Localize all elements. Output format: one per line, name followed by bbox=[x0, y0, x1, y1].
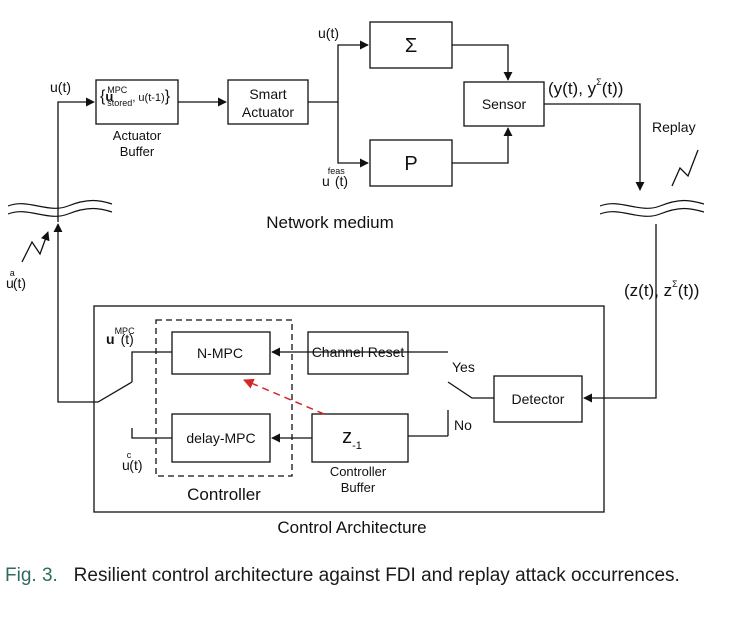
red-dashed-arrow bbox=[243, 378, 325, 415]
control-architecture-label: Control Architecture bbox=[277, 518, 426, 537]
smart-actuator-label-1: Smart bbox=[249, 86, 286, 102]
channel-reset-box bbox=[307, 331, 409, 375]
link-plant-to-sensor bbox=[452, 127, 513, 164]
sensor-label: Sensor bbox=[482, 96, 527, 112]
actuator-buffer-label-2: Buffer bbox=[120, 144, 155, 159]
fdi-attack-lightning-icon bbox=[21, 231, 50, 263]
detector-label: Detector bbox=[512, 391, 565, 407]
delay-mpc-label: delay-MPC bbox=[186, 430, 255, 446]
u-feas-label: ufeas(t) bbox=[322, 166, 348, 189]
sigma-label: Σ bbox=[405, 35, 417, 57]
nmpc-label: N-MPC bbox=[197, 345, 243, 361]
umpc-label: uMPC(t) bbox=[106, 326, 135, 347]
link-to-plant bbox=[337, 102, 369, 168]
nmpc-output bbox=[131, 351, 172, 382]
right-network-break bbox=[599, 199, 705, 217]
actuator-buffer-label-1: Actuator bbox=[113, 128, 162, 143]
ua-label: ua(t) bbox=[6, 268, 26, 291]
link-to-sigma bbox=[308, 40, 369, 103]
controller-buffer-box bbox=[311, 413, 409, 463]
link-network-to-actuator-buffer bbox=[57, 97, 95, 222]
figure-caption-text: Resilient control architecture against F… bbox=[73, 565, 680, 586]
detector-box bbox=[493, 375, 583, 423]
controller-group-box bbox=[155, 319, 293, 477]
plant-label: P bbox=[404, 153, 417, 175]
figure-caption-label: Fig. 3. bbox=[5, 565, 58, 586]
controller-buffer-label-2: Buffer bbox=[341, 480, 376, 495]
replay-attack-lightning-icon bbox=[671, 149, 699, 187]
u-t-top-label: u(t) bbox=[318, 25, 339, 41]
no-label: No bbox=[454, 417, 472, 433]
detector-switch bbox=[447, 381, 494, 399]
u-t-left-label: u(t) bbox=[50, 79, 71, 95]
link-network-to-detector bbox=[583, 224, 657, 403]
replay-label: Replay bbox=[652, 119, 696, 135]
yes-label: Yes bbox=[452, 359, 475, 375]
channel-reset-label: Channel Reset bbox=[312, 344, 405, 360]
control-architecture-box bbox=[93, 305, 605, 513]
link-controller-to-network bbox=[53, 223, 133, 403]
uc-label: uc(t) bbox=[122, 450, 143, 473]
network-medium-label: Network medium bbox=[266, 213, 394, 232]
delay-mpc-output bbox=[131, 428, 172, 439]
figure-caption: Fig. 3. Resilient control architecture a… bbox=[5, 564, 745, 587]
controller-group-label: Controller bbox=[187, 485, 261, 504]
link-sigma-to-sensor bbox=[452, 44, 513, 81]
z-block-label: z-1 bbox=[342, 426, 362, 452]
controller-buffer-label-1: Controller bbox=[330, 464, 387, 479]
y-output-label: (y(t), yΣ(t)) bbox=[548, 77, 623, 98]
z-input-label: (z(t), zΣ(t)) bbox=[624, 279, 699, 300]
nmpc-box bbox=[171, 331, 271, 375]
link-sensor-to-network bbox=[544, 103, 645, 191]
smart-actuator-label-2: Actuator bbox=[242, 104, 294, 120]
left-network-break bbox=[7, 199, 113, 217]
